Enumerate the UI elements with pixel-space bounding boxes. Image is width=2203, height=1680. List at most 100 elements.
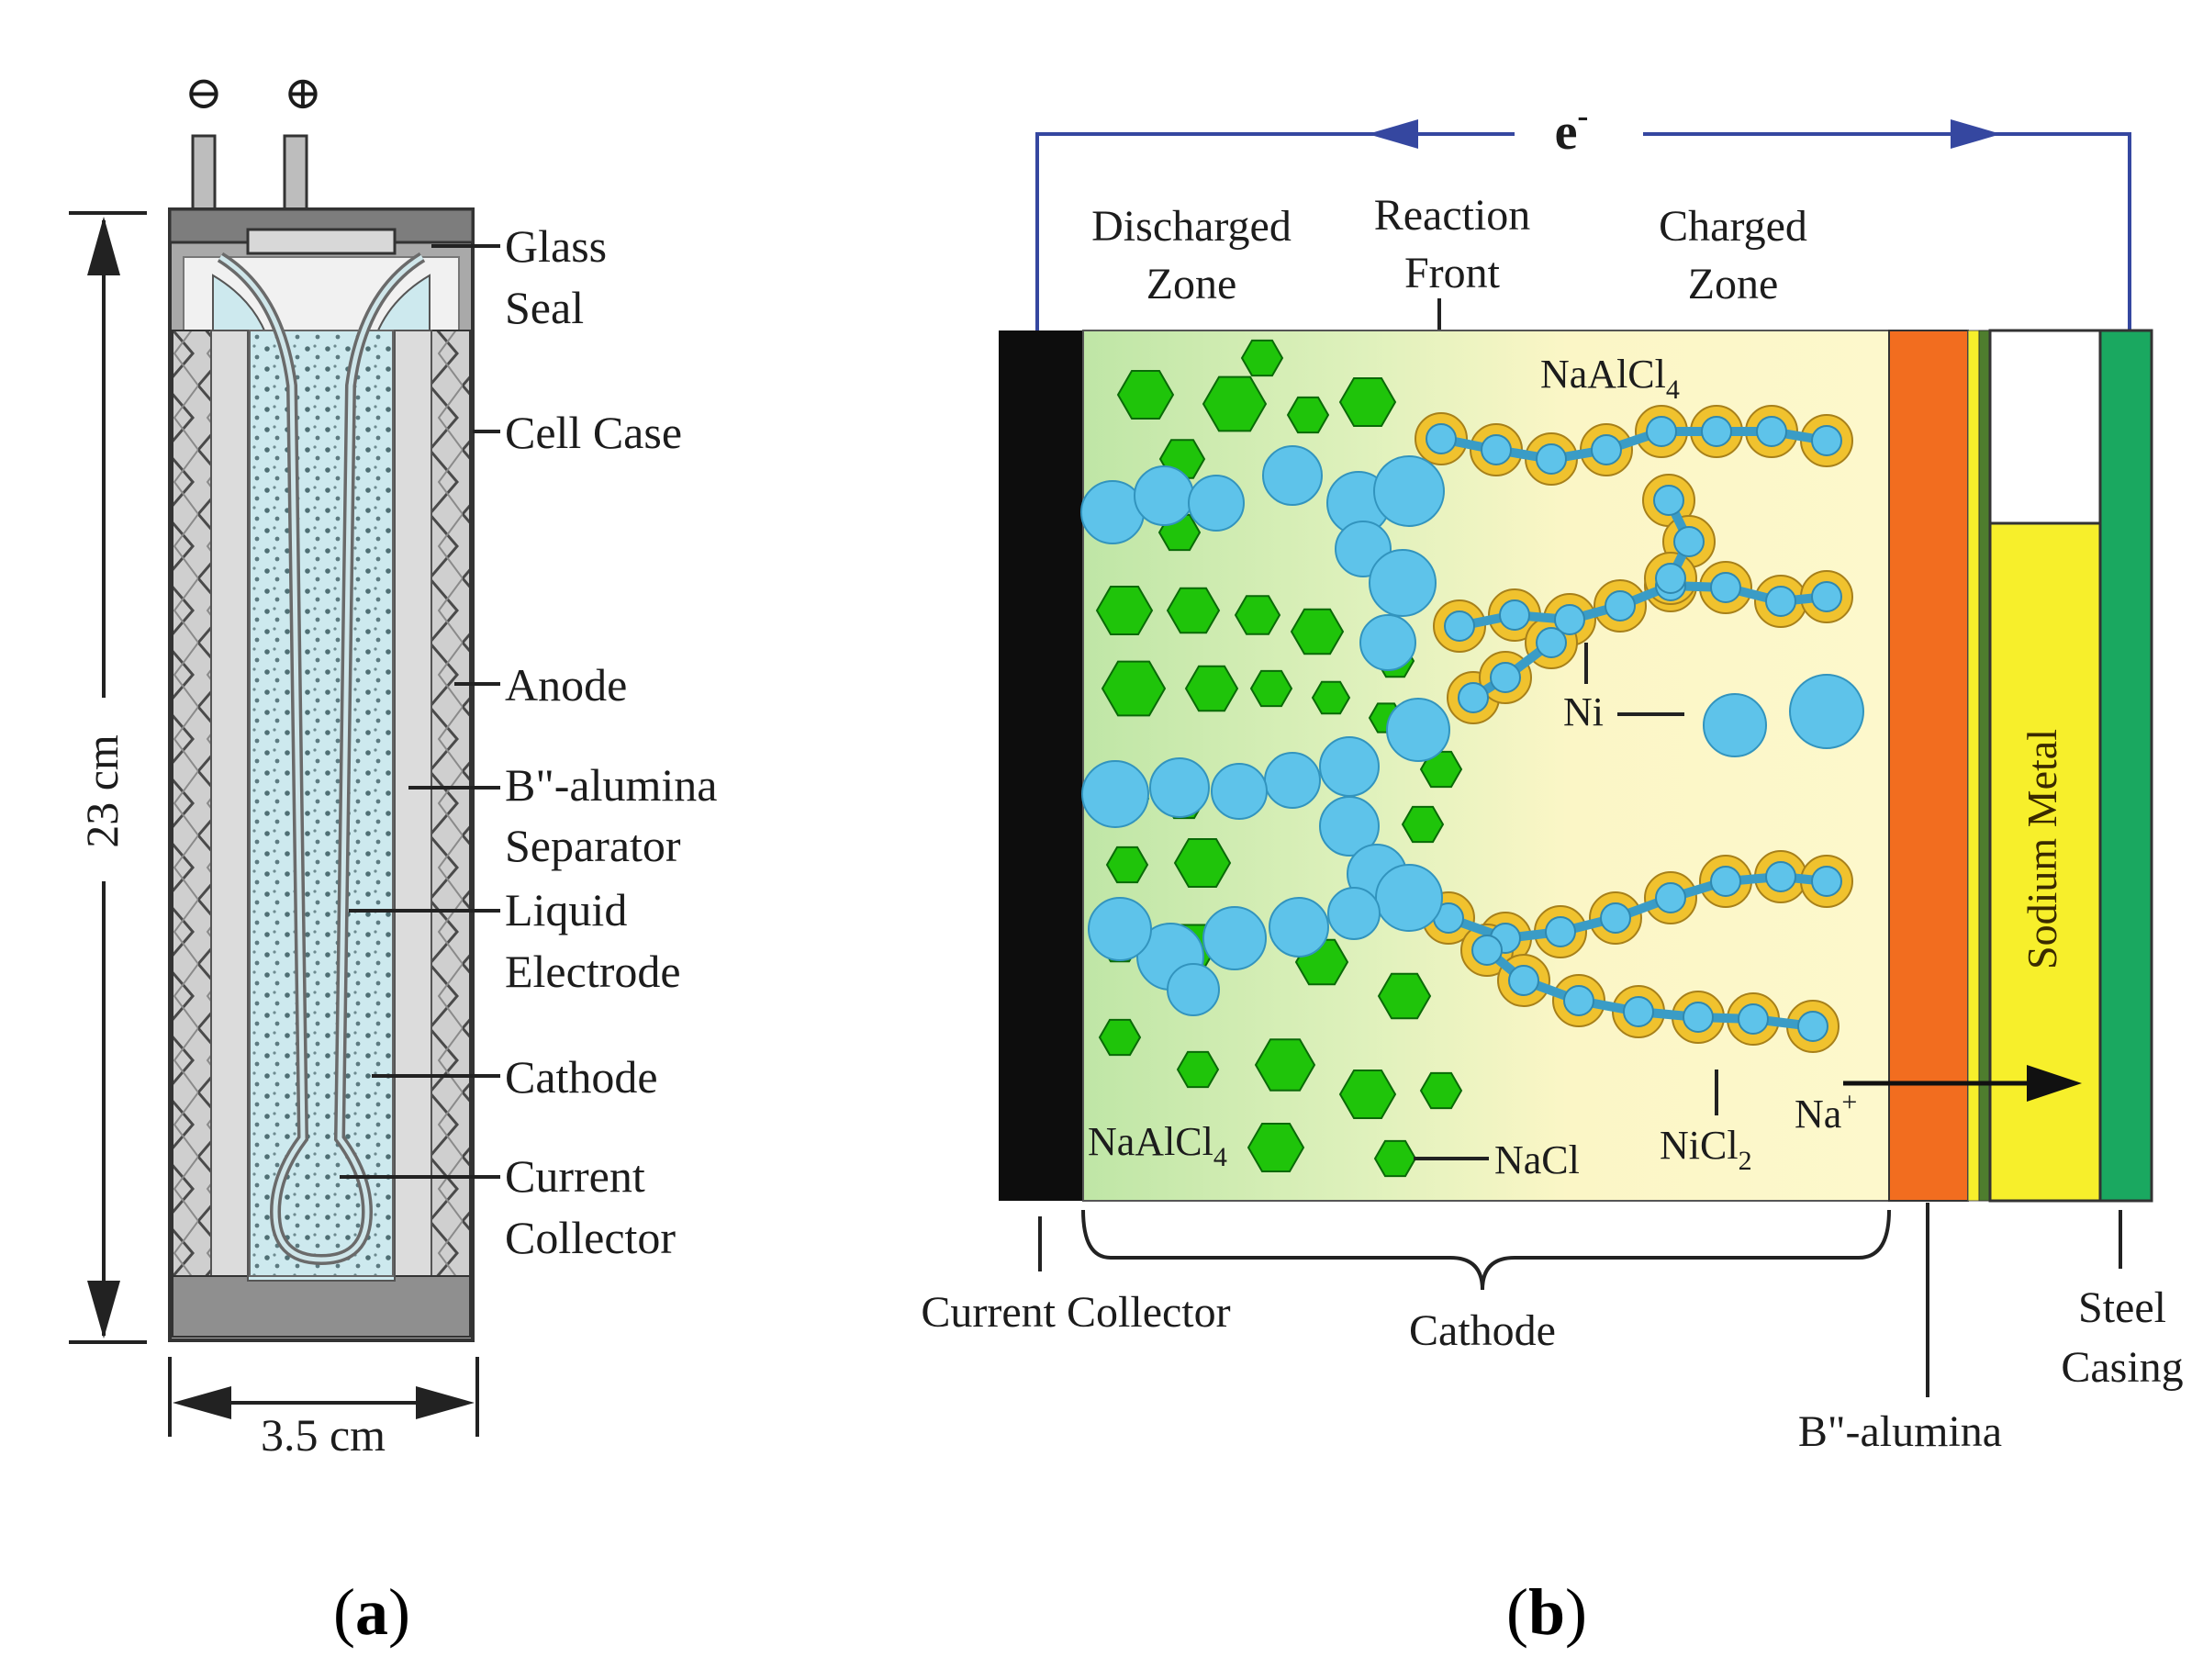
nacl-hexagon <box>1176 1050 1220 1089</box>
cathode-brace <box>1081 1209 1891 1291</box>
label-steel-casing-line1: Steel <box>2078 1283 2166 1332</box>
nickel-core <box>1481 434 1512 465</box>
label-glass-seal-line1: Glass <box>505 220 607 272</box>
panel-a: ⊖ ⊕ 23 cm 3.5 c <box>69 67 717 1649</box>
nickel-particle <box>1319 796 1380 857</box>
nickel-core <box>1811 581 1842 612</box>
nickel-core <box>1797 1011 1828 1042</box>
caption-b-letter: b <box>1528 1575 1565 1649</box>
nacl-hexagon <box>1166 587 1221 634</box>
nickel-core <box>1765 586 1796 617</box>
beta-alumina-layer <box>1888 330 1969 1202</box>
separator-left <box>210 330 249 1277</box>
nickel-particle <box>1262 445 1323 506</box>
nickel-particle <box>1269 897 1329 958</box>
nickel-core <box>1508 965 1539 996</box>
nacl-hexagon <box>1419 750 1463 789</box>
current-collector-highlight <box>218 254 424 1262</box>
nacl-hexagon <box>1095 586 1154 635</box>
nickel-core <box>1458 682 1489 713</box>
label-naalcl4-top: NaAlCl4 <box>1540 352 1680 405</box>
nacl-hexagon <box>1419 1071 1463 1110</box>
nacl-hexagon <box>1249 669 1293 708</box>
nickel-particle <box>1081 760 1149 828</box>
label-current-collector-line1: Current <box>505 1150 645 1202</box>
nickel-particle <box>1319 736 1380 797</box>
label-steel-casing-line2: Casing <box>2061 1343 2183 1392</box>
zone-reaction-line1: Reaction <box>1374 191 1531 240</box>
electron-charge: - <box>1577 97 1588 134</box>
dim-width-arrow-right <box>416 1386 475 1419</box>
nickel-core <box>1701 416 1732 447</box>
nickel-core <box>1683 1002 1714 1033</box>
label-cathode: Cathode <box>505 1051 658 1103</box>
nickel-core <box>1646 416 1677 447</box>
zone-charged-line2: Zone <box>1688 260 1779 308</box>
label-nacl: NaCl <box>1494 1137 1580 1182</box>
negative-terminal-icon: ⊖ <box>185 67 223 118</box>
nickel-core <box>1536 443 1567 475</box>
nicl2-subscript: 2 <box>1739 1146 1752 1176</box>
separator-right <box>394 330 432 1277</box>
label-liquid-electrode-line1: Liquid <box>505 884 627 935</box>
nickel-particle <box>1202 906 1267 970</box>
nickel-core <box>1563 985 1594 1016</box>
nickel-core <box>1591 434 1622 465</box>
current-collector-plate <box>999 330 1083 1201</box>
zone-discharged-line1: Discharged <box>1091 202 1292 251</box>
label-separator-line1: B"-alumina <box>505 759 717 811</box>
label-ni: Ni <box>1563 689 1604 734</box>
steel-casing-wall <box>2098 329 2153 1203</box>
naalcl4-top-subscript: 4 <box>1666 375 1680 405</box>
zone-charged-line1: Charged <box>1659 202 1807 251</box>
label-current-collector-line2: Collector <box>505 1212 676 1263</box>
nacl-hexagon <box>1098 1018 1142 1057</box>
nacl-hexagon <box>1101 660 1167 717</box>
nacl-hexagon <box>1234 595 1281 635</box>
cathode-granules <box>249 330 394 1277</box>
nickel-particle <box>1188 475 1245 532</box>
zone-discharged-line2: Zone <box>1146 260 1237 308</box>
anode-right <box>431 330 471 1277</box>
caption-b: (b) <box>1506 1575 1587 1649</box>
nickel-core <box>1710 866 1741 897</box>
nickel-core <box>1444 610 1475 642</box>
nickel-particle <box>1211 763 1268 820</box>
label-cathode-b: Cathode <box>1409 1306 1556 1355</box>
nacl-hexagon <box>1184 665 1239 712</box>
nickel-core <box>1811 866 1842 897</box>
wire-left <box>1035 132 1515 330</box>
label-glass-seal-line2: Seal <box>505 282 584 333</box>
nickel-particle <box>1149 757 1210 818</box>
nacl-hexagon <box>1247 1123 1305 1172</box>
nickel-particle <box>1167 963 1220 1016</box>
naalcl4-bottom-text: NaAlCl <box>1088 1119 1213 1164</box>
nickel-particle <box>1373 455 1445 527</box>
caption-a-letter: a <box>355 1575 388 1649</box>
nacl-hexagon <box>1290 608 1345 655</box>
label-separator-line2: Separator <box>505 820 681 871</box>
nickel-core <box>1655 882 1686 913</box>
nickel-core <box>1554 604 1585 635</box>
nacl-hexagon <box>1338 1070 1397 1119</box>
label-nicl2: NiCl2 <box>1660 1123 1752 1176</box>
nickel-core <box>1653 485 1684 516</box>
label-current-collector-b: Current Collector <box>921 1288 1230 1337</box>
nickel-core <box>1471 935 1503 966</box>
nickel-particle-free <box>1789 674 1864 749</box>
label-liquid-electrode-line2: Electrode <box>505 946 681 997</box>
nickel-particle-free <box>1703 693 1767 757</box>
label-naalcl4-bottom: NaAlCl4 <box>1088 1119 1227 1172</box>
nickel-core <box>1426 423 1457 454</box>
nickel-core <box>1499 599 1530 631</box>
electron-symbol: e <box>1555 104 1578 161</box>
wire-right <box>1643 132 2131 330</box>
beta-alumina-edge <box>1967 330 1980 1202</box>
anode-left <box>172 330 212 1277</box>
naalcl4-bottom-subscript: 4 <box>1213 1142 1227 1172</box>
nickel-network <box>1080 405 1864 1053</box>
nacl-hexagon <box>1116 370 1175 420</box>
nacl-hexagon <box>1311 680 1351 715</box>
